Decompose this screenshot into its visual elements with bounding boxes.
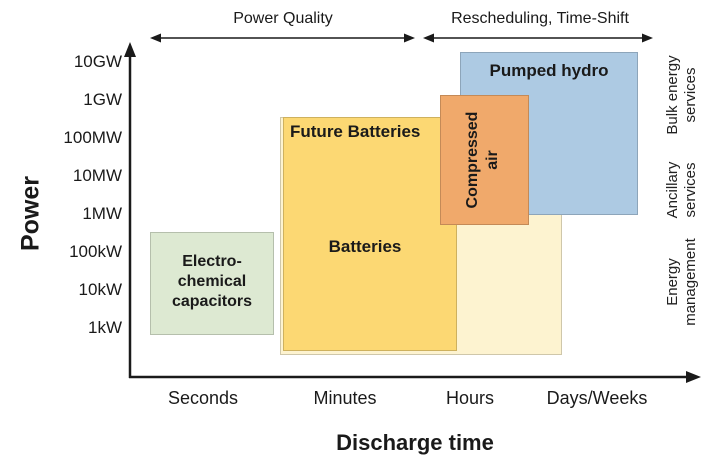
pumped-hydro-label: Pumped hydro — [489, 61, 609, 80]
future-batteries-label: Future Batteries — [290, 122, 421, 141]
capacitors-label: Electro- chemical capacitors — [150, 252, 274, 312]
x-axis — [129, 371, 701, 383]
rescheduling-label: Rescheduling, Time-Shift — [451, 10, 629, 27]
energy-management-line: Energy — [664, 258, 681, 306]
y-tick: 1kW — [88, 318, 122, 337]
y-tick: 100kW — [69, 242, 122, 261]
compressed-air-label: Compressed air — [463, 95, 505, 225]
batteries-label: Batteries — [328, 237, 402, 256]
x-tick: Minutes — [313, 388, 377, 408]
rescheduling-arrow — [423, 33, 653, 43]
y-axis-title: Power — [16, 175, 45, 252]
capacitors-line: Electro- — [182, 253, 242, 270]
energy-management-line: management — [682, 238, 699, 326]
bulk-energy-services-label: Bulk energy services — [664, 45, 700, 145]
y-tick: 1GW — [83, 90, 122, 109]
y-tick: 100MW — [63, 128, 122, 147]
compressed-air-line: air — [484, 150, 501, 170]
bulk-energy-line: services — [682, 67, 699, 123]
power-quality-label: Power Quality — [233, 10, 333, 27]
x-tick: Seconds — [167, 388, 239, 408]
y-tick: 10GW — [73, 52, 122, 71]
x-axis-title: Discharge time — [336, 430, 494, 455]
capacitors-line: capacitors — [171, 293, 253, 310]
capacitors-line: chemical — [177, 273, 247, 290]
region-electrochemical-capacitors — [150, 232, 274, 335]
x-tick: Days/Weeks — [546, 388, 648, 408]
power-quality-arrow — [150, 33, 415, 43]
y-tick: 1MW — [82, 204, 122, 223]
energy-management-label: Energy management — [664, 232, 700, 332]
region-compressed-air — [440, 95, 529, 225]
y-tick: 10kW — [78, 280, 122, 299]
y-axis — [124, 42, 136, 378]
region-batteries — [283, 117, 457, 351]
ancillary-line: services — [682, 162, 699, 218]
ancillary-services-label: Ancillary services — [664, 140, 700, 240]
ancillary-line: Ancillary — [664, 161, 681, 219]
compressed-air-line: Compressed — [464, 111, 481, 209]
x-tick: Hours — [445, 388, 494, 408]
bulk-energy-line: Bulk energy — [664, 55, 681, 135]
y-tick: 10MW — [72, 166, 122, 185]
